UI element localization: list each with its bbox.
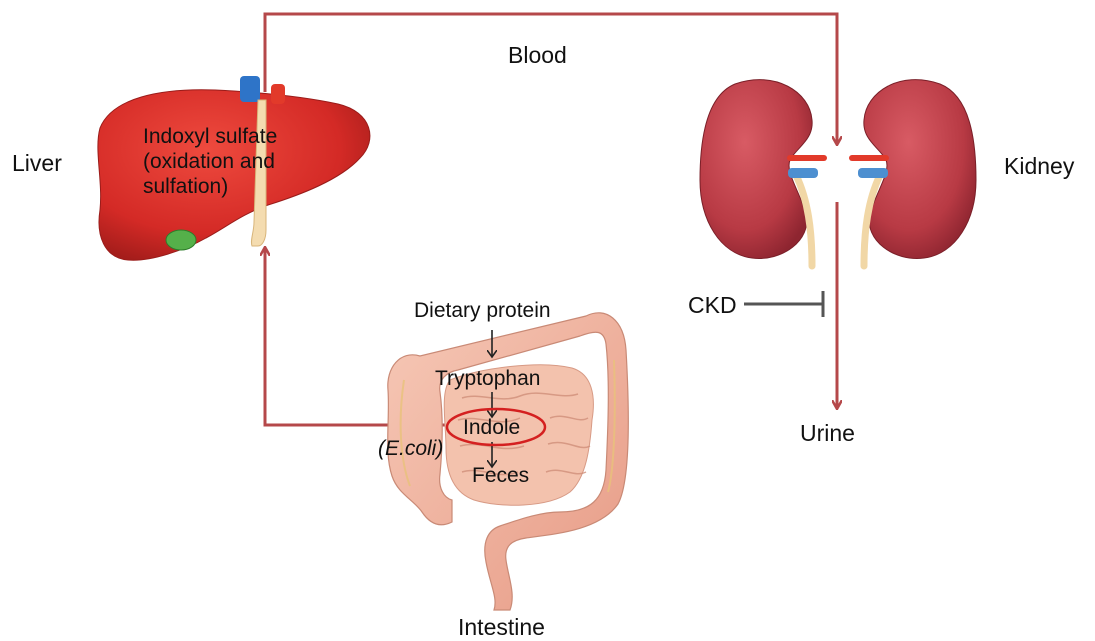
hepatic-vein <box>240 76 260 102</box>
ckd-inhibition <box>744 291 823 317</box>
intestine-label: Intestine <box>458 616 545 639</box>
liver-process-text: Indoxyl sulfate (oxidation and sulfation… <box>143 124 277 200</box>
right-renal-vein <box>858 168 888 178</box>
liver-text-line-2: (oxidation and <box>143 149 277 174</box>
liver-text-line-1: Indoxyl sulfate <box>143 124 277 149</box>
liver-label: Liver <box>12 152 62 175</box>
gallbladder <box>166 230 196 250</box>
liver-text-line-3: sulfation) <box>143 174 277 199</box>
dietary-protein-label: Dietary protein <box>414 300 551 321</box>
blood-label: Blood <box>508 44 567 67</box>
ecoli-label: (E.coli) <box>378 438 443 459</box>
tryptophan-label: Tryptophan <box>435 368 540 389</box>
hepatic-artery <box>271 84 285 104</box>
intestine-illustration <box>388 313 629 610</box>
urine-label: Urine <box>800 422 855 445</box>
left-renal-vein <box>788 168 818 178</box>
kidney-label: Kidney <box>1004 155 1074 178</box>
ckd-label: CKD <box>688 294 737 317</box>
feces-label: Feces <box>472 465 529 486</box>
indole-label: Indole <box>463 417 520 438</box>
